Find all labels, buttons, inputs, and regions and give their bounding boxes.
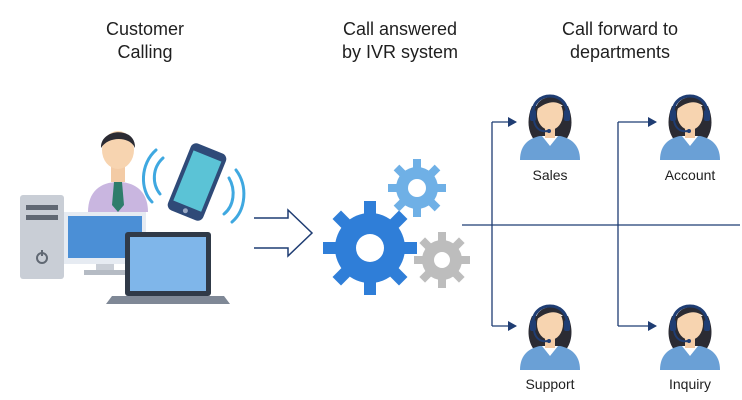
heading-line-2: departments	[569, 42, 671, 62]
department-label-inquiry: Inquiry	[668, 376, 712, 392]
heading-line-2: Calling	[117, 42, 173, 62]
flow-arrow-icon	[254, 208, 314, 258]
smartphone-icon	[141, 143, 246, 224]
customer-calling-heading: Customer Calling	[80, 18, 210, 64]
gears-icon	[323, 159, 470, 295]
operator-headset-icon	[658, 304, 722, 372]
operator-headset-icon	[518, 304, 582, 372]
customer-person-icon	[88, 131, 148, 212]
laptop-icon	[106, 232, 230, 304]
department-label-account: Account	[664, 167, 716, 183]
department-label-sales: Sales	[532, 167, 568, 183]
ivr-heading: Call answered by IVR system	[325, 18, 475, 64]
heading-line-1: Call forward to	[561, 19, 679, 39]
heading-line-2: by IVR system	[341, 42, 459, 62]
operator-headset-icon	[658, 94, 722, 162]
operator-headset-icon	[518, 94, 582, 162]
heading-line-1: Call answered	[342, 19, 458, 39]
routing-lines	[462, 117, 740, 331]
forward-heading: Call forward to departments	[540, 18, 700, 64]
heading-line-1: Customer	[105, 19, 185, 39]
department-label-support: Support	[525, 376, 575, 392]
